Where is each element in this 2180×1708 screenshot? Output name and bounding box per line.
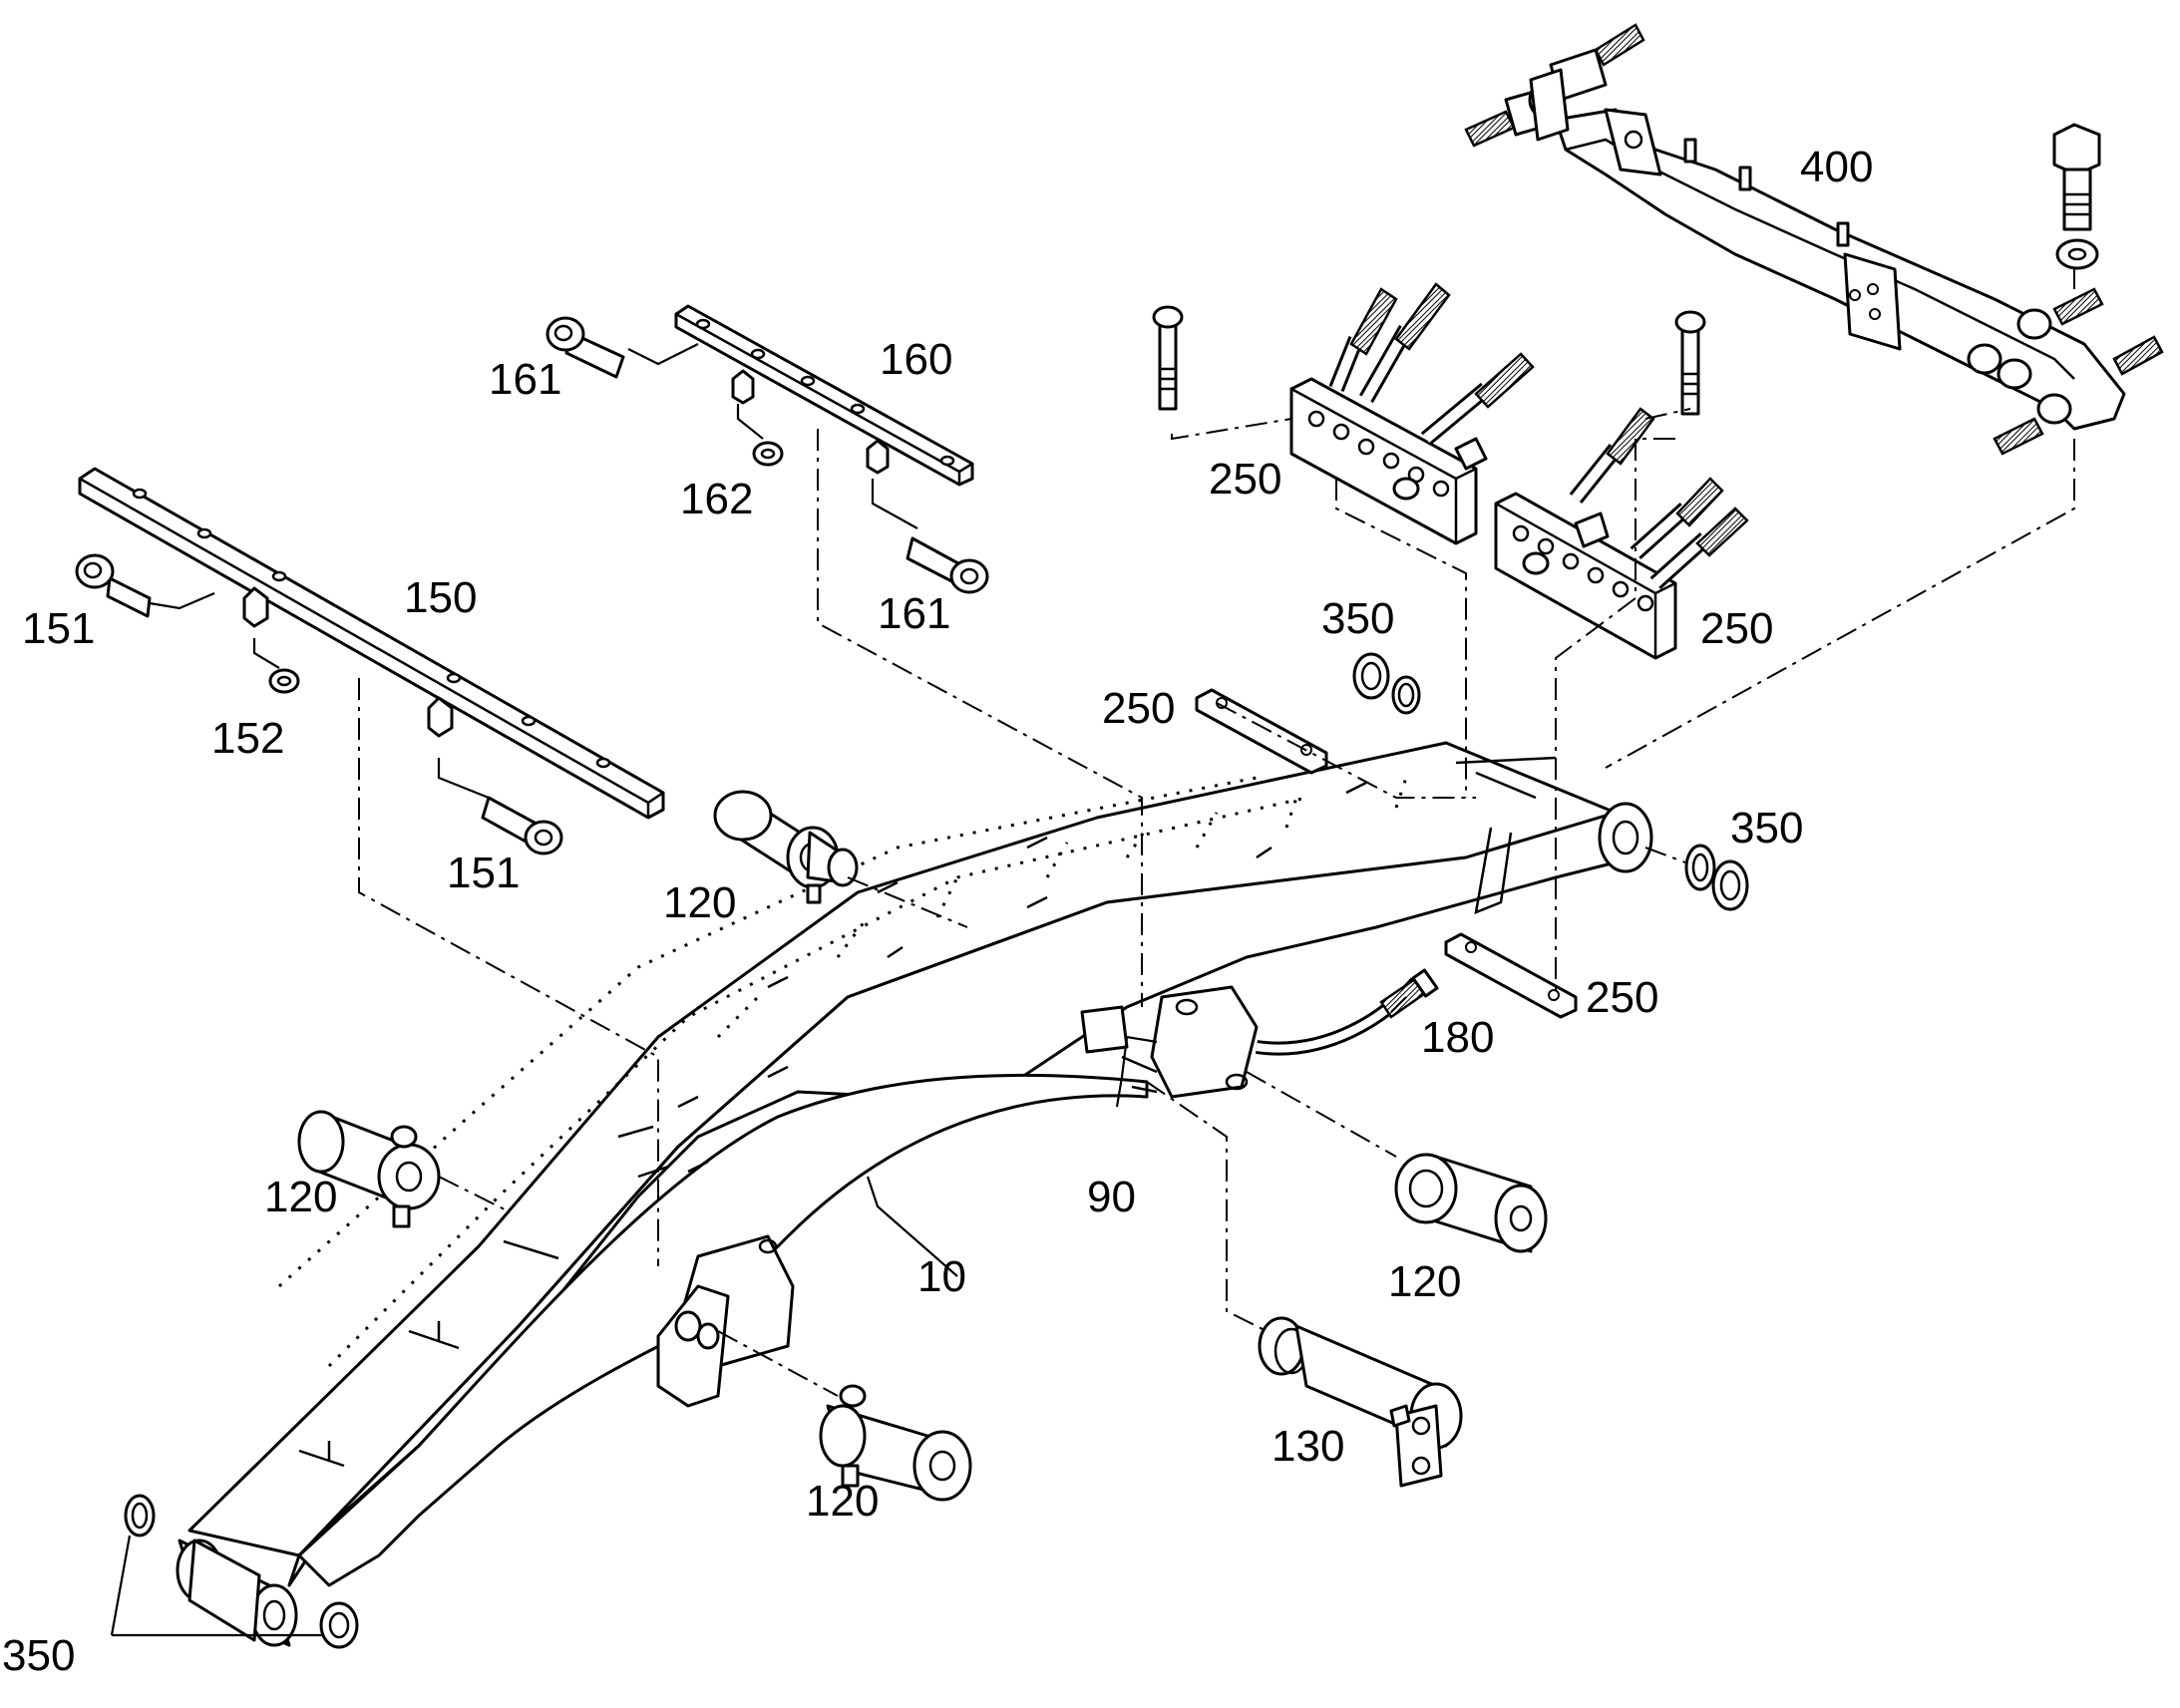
bolt-151-upper [75,553,152,618]
boom-head-lug [1474,802,1653,914]
washer-400 [2055,238,2099,270]
bolt-250-left [1152,305,1184,411]
label-350-rear: 350 [1321,594,1394,643]
label-152: 152 [211,714,284,763]
hose-180 [1256,968,1439,1056]
label-400: 400 [1800,143,1873,191]
boom-assembly [176,741,1653,1647]
label-120-right: 120 [1388,1257,1461,1306]
label-250-right-block: 250 [1700,604,1773,653]
bolt-151-lower [481,796,563,855]
bolt-161-upper [545,316,625,379]
plate-160 [674,304,974,487]
spacer-bar-250-lower [1444,932,1578,1019]
label-151-upper: 151 [22,604,95,653]
bolt-400 [2052,123,2101,231]
washers-350-foot [124,1494,359,1649]
assembly-center-lines [358,269,2075,1397]
label-150: 150 [404,573,477,622]
manifold-block-250-right [1494,407,1749,660]
label-151-lower: 151 [447,849,520,897]
label-350-head: 350 [1730,804,1803,853]
pin-130 [1258,1316,1463,1488]
label-160: 160 [880,335,952,384]
label-120-left: 120 [264,1173,337,1221]
pin-120-right [1394,1153,1548,1253]
label-90: 90 [1087,1173,1136,1221]
leader-lines [110,343,1407,1637]
bracket-assembly-90 [1080,985,1259,1099]
pin-120-top [713,790,859,904]
bolt-250-right [1674,310,1706,416]
washer-162 [752,441,784,467]
manifold-block-250-left [1289,282,1535,545]
pin-120-left [297,1110,441,1228]
bolt-161-lower [906,536,989,594]
label-120-top: 120 [663,878,736,927]
pin-120-bottom [819,1384,972,1502]
plate-150 [78,467,665,820]
spacer-bar-250-upper [1195,688,1328,775]
pipe-assembly-400 [1464,23,2164,456]
label-161-lower: 161 [878,589,950,638]
label-250-lower-bar: 250 [1586,973,1658,1022]
label-250-left-block: 250 [1209,455,1281,504]
washers-350-rear [1352,652,1421,715]
label-250-upper-bar: 250 [1102,684,1175,733]
label-120-bottom: 120 [806,1477,879,1526]
label-350-foot: 350 [2,1631,75,1680]
boom-lower-web [297,1073,1149,1587]
boom-top-brackets [298,756,1557,1468]
label-130: 130 [1272,1422,1344,1471]
label-180: 180 [1421,1013,1494,1062]
cylinder-lug-bracket [656,1234,795,1408]
boom-foot-lugs [176,1538,298,1647]
part-number-labels: 400 160 161 162 161 150 151 152 151 250 … [2,143,1873,1680]
label-161-upper: 161 [489,355,561,404]
washers-350-head [1684,844,1749,911]
label-162: 162 [680,475,753,523]
label-10: 10 [917,1252,966,1301]
washer-152 [268,668,300,694]
